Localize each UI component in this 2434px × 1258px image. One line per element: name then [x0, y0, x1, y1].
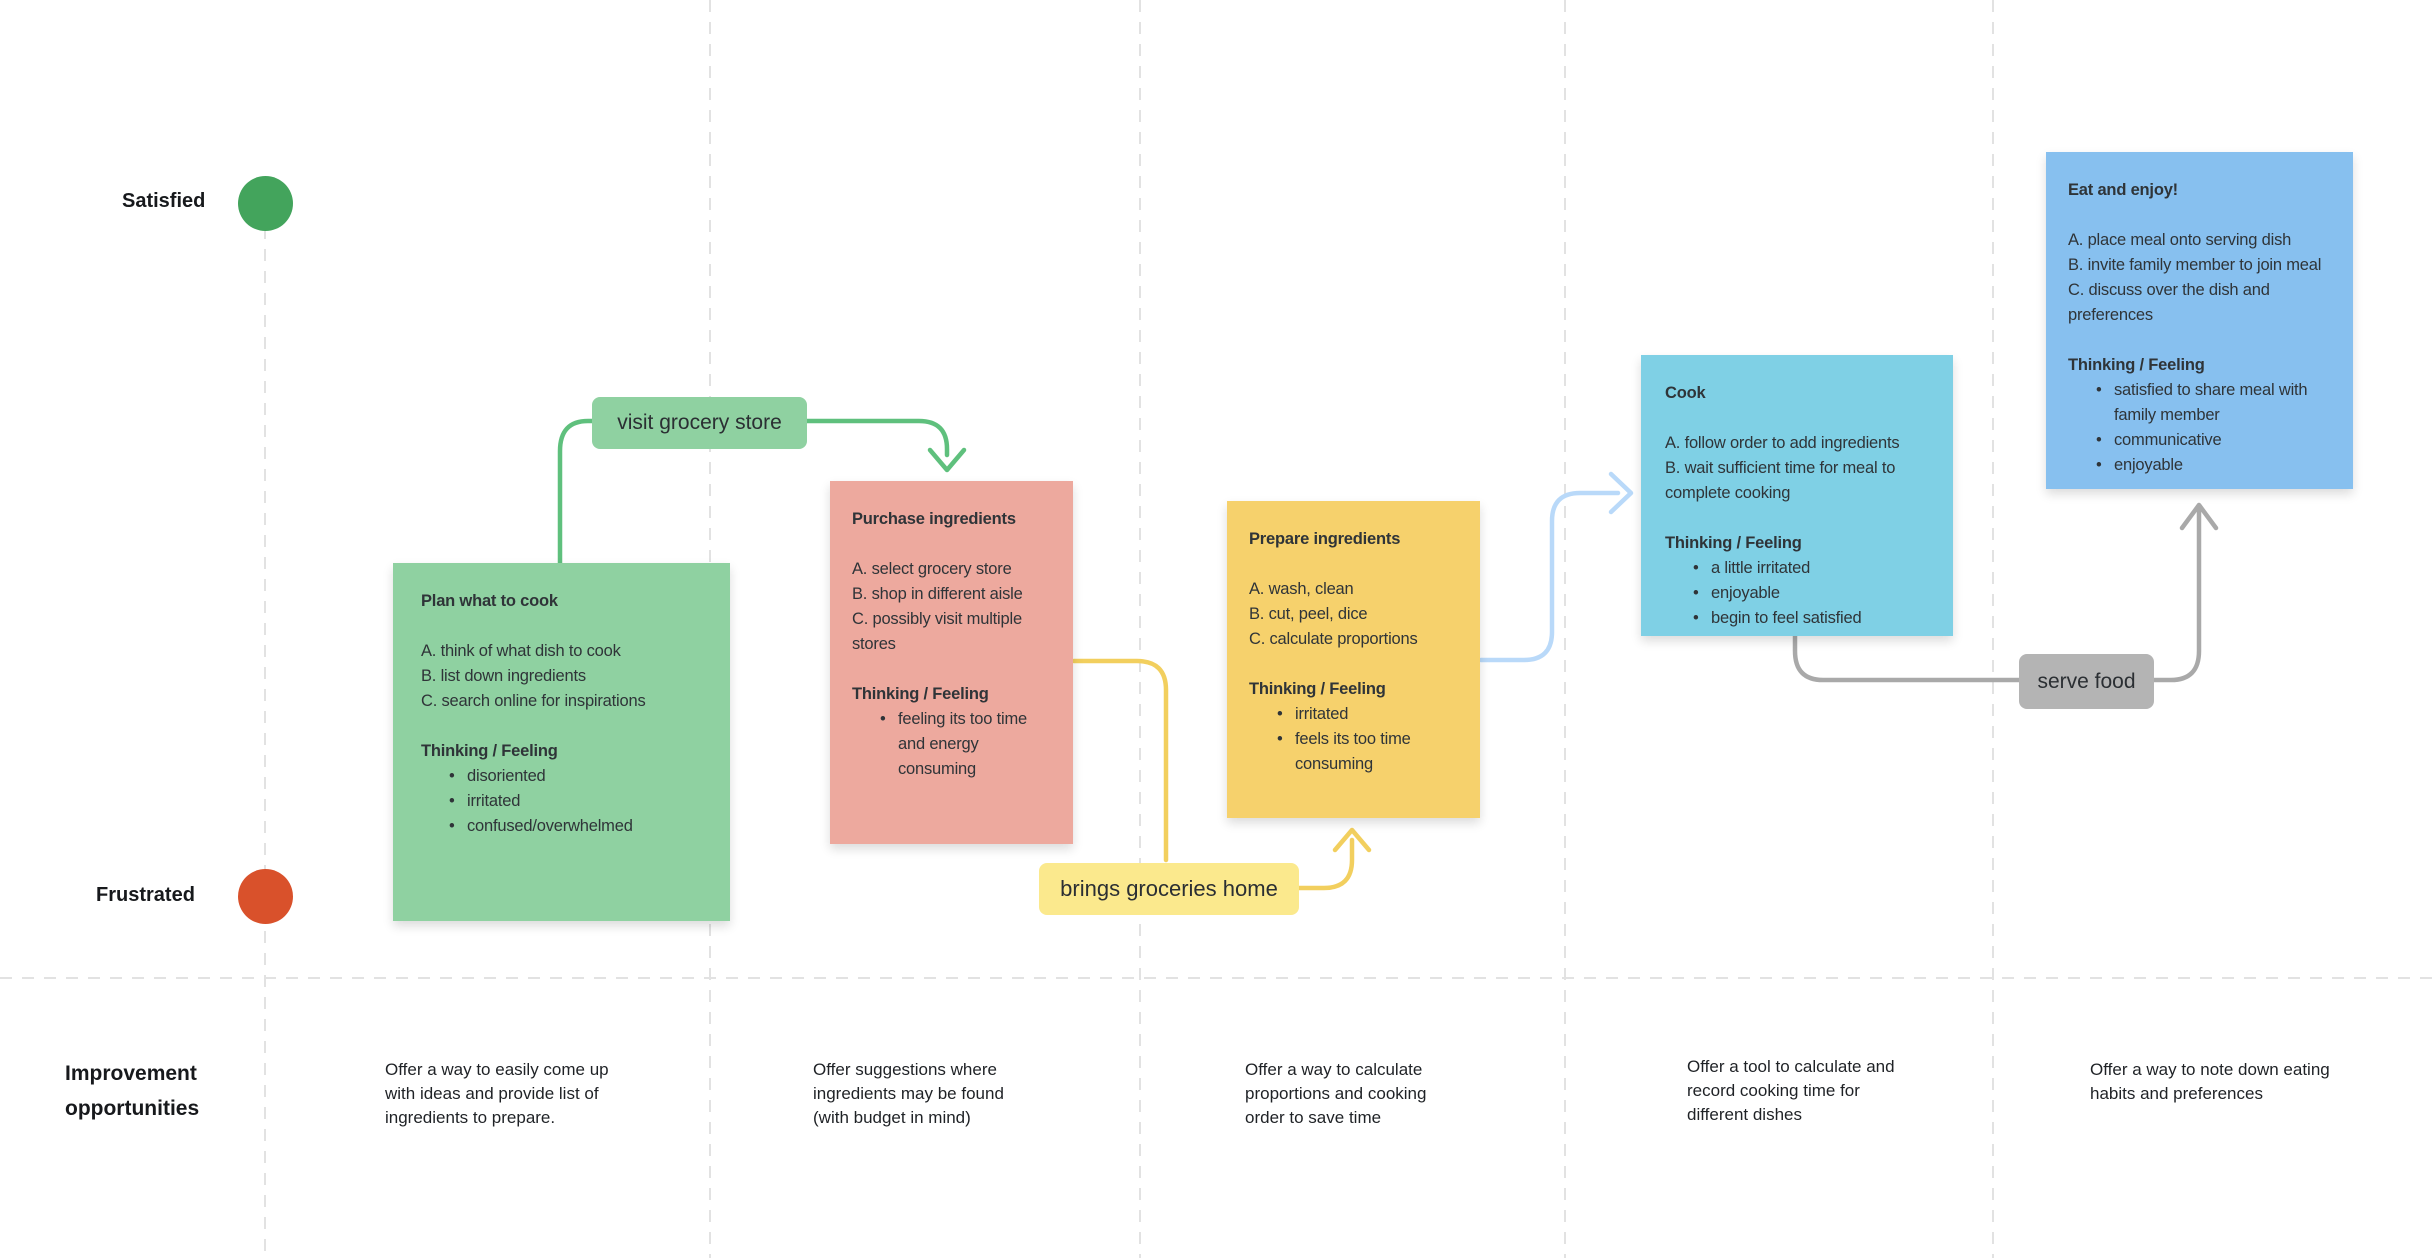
note-step: C. search online for inspirations — [421, 692, 646, 710]
feeling-item: begin to feel satisfied — [1693, 606, 1929, 631]
note-step: C. possibly visit multiple stores — [852, 610, 1022, 653]
note-title: Cook — [1665, 384, 1706, 402]
sticky-note-purchase-ingredients[interactable]: Purchase ingredients A. select grocery s… — [830, 481, 1073, 844]
feeling-item: enjoyable — [1693, 581, 1929, 606]
sticky-note-eat-and-enjoy[interactable]: Eat and enjoy! A. place meal onto servin… — [2046, 152, 2353, 489]
connector-arrow-prepare-to-cook[interactable] — [1478, 471, 1634, 663]
note-title: Plan what to cook — [421, 592, 558, 610]
satisfied-label[interactable]: Satisfied — [122, 190, 206, 212]
note-step: A. follow order to add ingredients — [1665, 434, 1900, 452]
improvement-text-prepare[interactable]: Offer a way to calculate proportions and… — [1245, 1060, 1427, 1127]
satisfied-dot[interactable] — [238, 176, 293, 231]
frustrated-dot[interactable] — [238, 869, 293, 924]
note-step: B. list down ingredients — [421, 667, 586, 685]
feeling-item: a little irritated — [1693, 556, 1929, 581]
connector-label-visit-grocery-store[interactable]: visit grocery store — [592, 397, 807, 449]
connector-arrow-purchase-to-label[interactable] — [1071, 658, 1372, 891]
sticky-note-cook[interactable]: Cook A. follow order to add ingredients … — [1641, 355, 1953, 636]
thinking-feeling-heading: Thinking / Feeling — [1249, 680, 1386, 698]
note-step: B. wait sufficient time for meal to comp… — [1665, 459, 1896, 502]
feeling-item: feeling its too time and energy consumin… — [880, 707, 1053, 782]
note-step: C. discuss over the dish and preferences — [2068, 281, 2270, 324]
improvement-text-cook[interactable]: Offer a tool to calculate and record coo… — [1687, 1057, 1895, 1124]
improvement-text-plan[interactable]: Offer a way to easily come up with ideas… — [385, 1060, 609, 1127]
note-step: B. cut, peel, dice — [1249, 605, 1368, 623]
note-step: B. shop in different aisle — [852, 585, 1023, 603]
thinking-feeling-heading: Thinking / Feeling — [2068, 356, 2205, 374]
sticky-note-prepare-ingredients[interactable]: Prepare ingredients A. wash, clean B. cu… — [1227, 501, 1480, 818]
connector-label-brings-groceries-home[interactable]: brings groceries home — [1039, 863, 1299, 915]
grid-line-vertical-5 — [1992, 0, 1994, 1258]
grid-line-horizontal — [0, 977, 2434, 979]
feeling-item: satisfied to share meal with family memb… — [2096, 378, 2335, 428]
frustrated-label[interactable]: Frustrated — [96, 884, 195, 906]
grid-line-vertical-1 — [264, 205, 266, 1258]
connector-arrow-cook-to-eat[interactable] — [1792, 502, 2219, 683]
note-title: Prepare ingredients — [1249, 530, 1401, 548]
note-title: Eat and enjoy! — [2068, 181, 2178, 199]
note-step: A. select grocery store — [852, 560, 1012, 578]
grid-line-vertical-4 — [1564, 0, 1566, 1258]
feeling-item: confused/overwhelmed — [449, 814, 702, 839]
improvement-opportunities-label[interactable]: Improvement opportunities — [65, 1062, 200, 1120]
feeling-item: communicative — [2096, 428, 2335, 453]
thinking-feeling-heading: Thinking / Feeling — [852, 685, 989, 703]
thinking-feeling-heading: Thinking / Feeling — [1665, 534, 1802, 552]
note-step: A. think of what dish to cook — [421, 642, 621, 660]
connector-label-serve-food[interactable]: serve food — [2019, 654, 2154, 709]
note-step: A. wash, clean — [1249, 580, 1354, 598]
note-step: A. place meal onto serving dish — [2068, 231, 2292, 249]
improvement-text-purchase[interactable]: Offer suggestions where ingredients may … — [813, 1060, 1004, 1127]
thinking-feeling-heading: Thinking / Feeling — [421, 742, 558, 760]
feeling-item: disoriented — [449, 764, 702, 789]
note-step: B. invite family member to join meal — [2068, 256, 2322, 274]
note-title: Purchase ingredients — [852, 510, 1016, 528]
feeling-item: irritated — [1277, 702, 1458, 727]
note-step: C. calculate proportions — [1249, 630, 1418, 648]
grid-line-vertical-3 — [1139, 0, 1141, 1258]
improvement-text-eat[interactable]: Offer a way to note down eating habits a… — [2090, 1060, 2330, 1103]
feeling-item: irritated — [449, 789, 702, 814]
feeling-item: feels its too time consuming — [1277, 727, 1458, 777]
feeling-item: enjoyable — [2096, 453, 2335, 478]
sticky-note-plan-what-to-cook[interactable]: Plan what to cook A. think of what dish … — [393, 563, 730, 921]
